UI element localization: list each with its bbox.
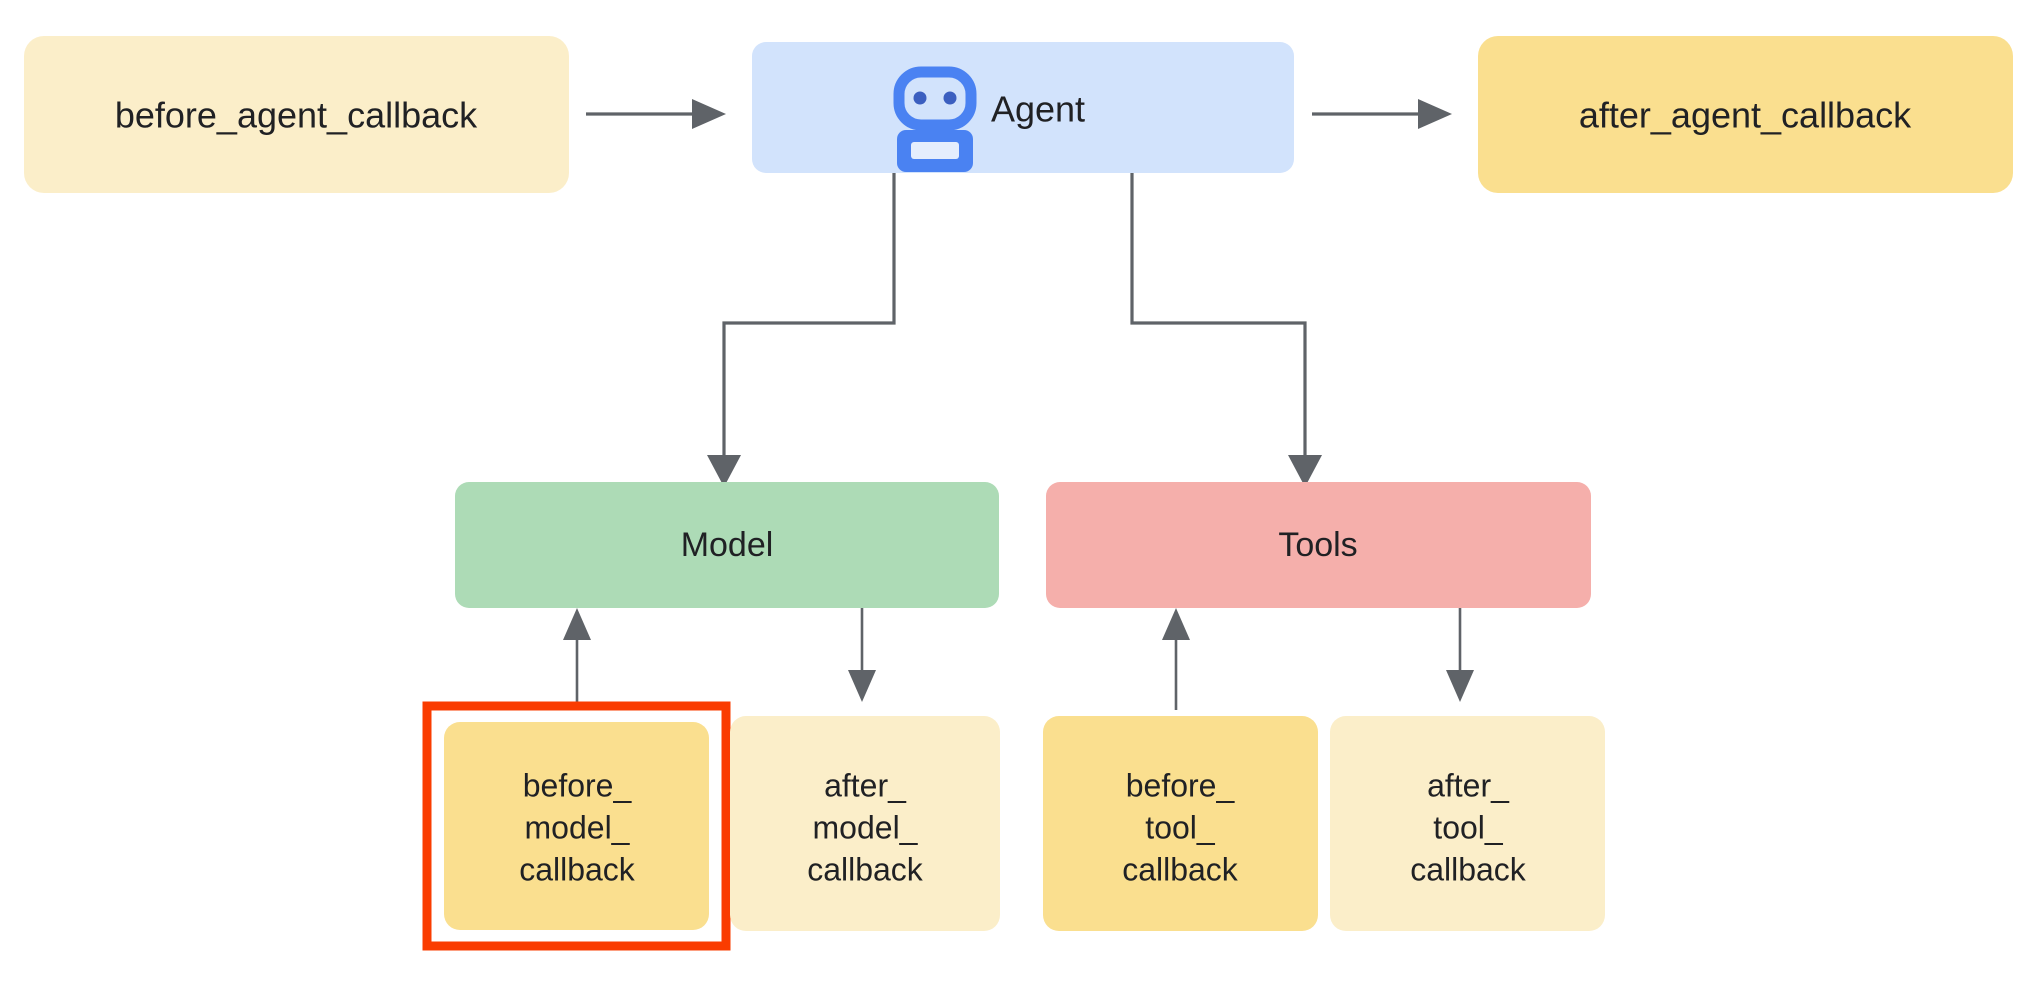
after-agent-callback-box[interactable] (1478, 36, 2013, 193)
edge-before-agent-to-agent (586, 99, 726, 129)
model-label: Model (681, 526, 774, 564)
node-agent[interactable]: Agent (752, 42, 1294, 173)
agent-label: Agent (991, 89, 1085, 130)
node-before-tool-callback[interactable]: before_ tool_ callback (1043, 716, 1318, 931)
node-tools[interactable]: Tools (1046, 482, 1591, 608)
before-model-callback-label-line-1: before_ (523, 767, 633, 803)
edge-agent-to-after-agent (1312, 99, 1452, 129)
before-model-callback-label-line-3: callback (519, 851, 636, 887)
node-after-model-callback[interactable]: after_ model_ callback (730, 716, 1000, 931)
before-model-callback-box[interactable] (444, 722, 709, 930)
before-agent-callback-box[interactable] (24, 36, 569, 193)
after-agent-callback-label: after_agent_callback (1579, 95, 1912, 136)
arrow-head-icon (848, 670, 876, 702)
before-model-callback-label-line-2: model_ (525, 809, 631, 845)
after-model-callback-box[interactable] (730, 716, 1000, 931)
before-tool-callback-box[interactable] (1043, 716, 1318, 931)
arrow-head-icon (707, 455, 741, 487)
node-model[interactable]: Model (455, 482, 999, 608)
after-tool-callback-box[interactable] (1330, 716, 1605, 931)
after-model-callback-label-line-1: after_ (824, 767, 907, 803)
after-tool-callback-label-line-1: after_ (1427, 767, 1510, 803)
model-box[interactable] (455, 482, 999, 608)
after-tool-callback-label-line-2: tool_ (1433, 809, 1504, 845)
before-tool-callback-label-line-2: tool_ (1145, 809, 1216, 845)
arrow-head-icon (692, 99, 726, 129)
node-after-tool-callback[interactable]: after_ tool_ callback (1330, 716, 1605, 931)
edge-agent-to-model (707, 173, 896, 487)
after-model-callback-label-line-2: model_ (813, 809, 919, 845)
before-model-callback-highlight-border (422, 701, 731, 951)
tools-box[interactable] (1046, 482, 1591, 608)
arrow-head-icon (1418, 99, 1452, 129)
before-tool-callback-label-line-1: before_ (1126, 767, 1236, 803)
edge-before-tool-to-tools (1162, 608, 1190, 710)
edge-before-model-to-model (563, 608, 591, 710)
arrow-head-icon (1162, 608, 1190, 640)
arrow-head-icon (1446, 670, 1474, 702)
after-model-callback-label-line-3: callback (807, 851, 924, 887)
after-tool-callback-label-line-3: callback (1410, 851, 1527, 887)
robot-icon (893, 66, 977, 172)
node-before-model-callback[interactable]: before_ model_ callback (422, 701, 731, 951)
before-tool-callback-label-line-3: callback (1122, 851, 1239, 887)
node-after-agent-callback[interactable]: after_agent_callback (1478, 36, 2013, 193)
arrow-head-icon (1288, 455, 1322, 487)
before-agent-callback-label: before_agent_callback (115, 95, 478, 136)
tools-label: Tools (1278, 526, 1357, 564)
node-before-agent-callback[interactable]: before_agent_callback (24, 36, 569, 193)
agent-box[interactable] (752, 42, 1294, 173)
edge-model-to-after-model (848, 608, 876, 702)
edge-agent-to-tools (1130, 173, 1322, 487)
arrow-head-icon (563, 608, 591, 640)
edge-tools-to-after-tool (1446, 608, 1474, 702)
